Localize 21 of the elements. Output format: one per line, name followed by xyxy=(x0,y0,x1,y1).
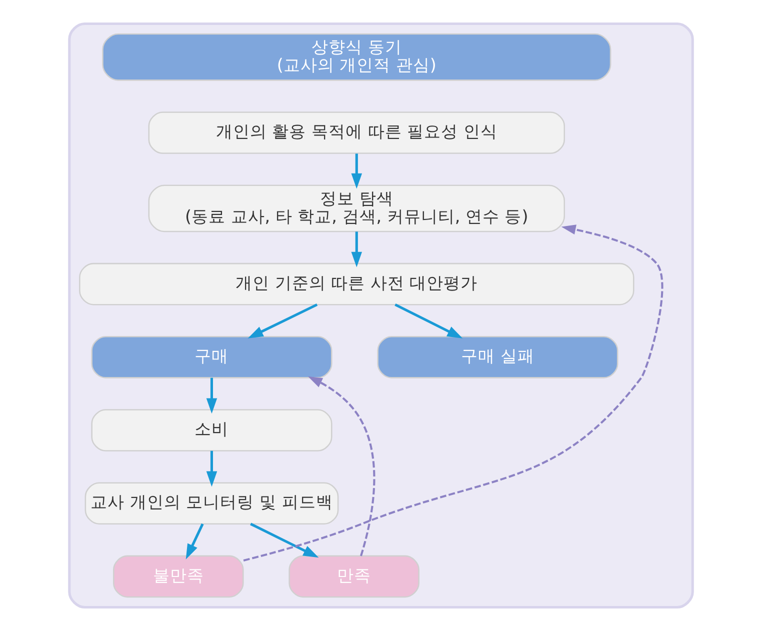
arrow xyxy=(250,522,318,558)
node-box: 개인의 활용 목적에 따른 필요성 인식 xyxy=(148,112,565,154)
arrow xyxy=(206,450,217,487)
node-box: 만족 xyxy=(288,555,419,598)
node-box: 구매 xyxy=(90,336,332,378)
arrow xyxy=(350,232,362,268)
arrow xyxy=(307,376,375,556)
node-box: 구매 실패 xyxy=(376,336,618,378)
cluster xyxy=(68,22,694,609)
node-box: 불만족 xyxy=(112,555,244,598)
arrow xyxy=(206,378,217,414)
node-box: 개인 기준의 따른 사전 대안평가 xyxy=(78,262,634,306)
arrow xyxy=(242,224,663,562)
node-box: 정보 탐색 (동료 교사, 타 학교, 검색, 커뮤니티, 연수 등) xyxy=(148,184,565,232)
node-box: 교사 개인의 모니터링 및 피드백 xyxy=(84,482,338,525)
arrow xyxy=(247,303,318,338)
arrow xyxy=(185,523,204,560)
node-box: 소비 xyxy=(90,409,332,452)
node-box: 상향식 동기 (교사의 개인적 관심) xyxy=(102,33,611,81)
arrow xyxy=(350,154,362,189)
arrow xyxy=(394,304,462,338)
